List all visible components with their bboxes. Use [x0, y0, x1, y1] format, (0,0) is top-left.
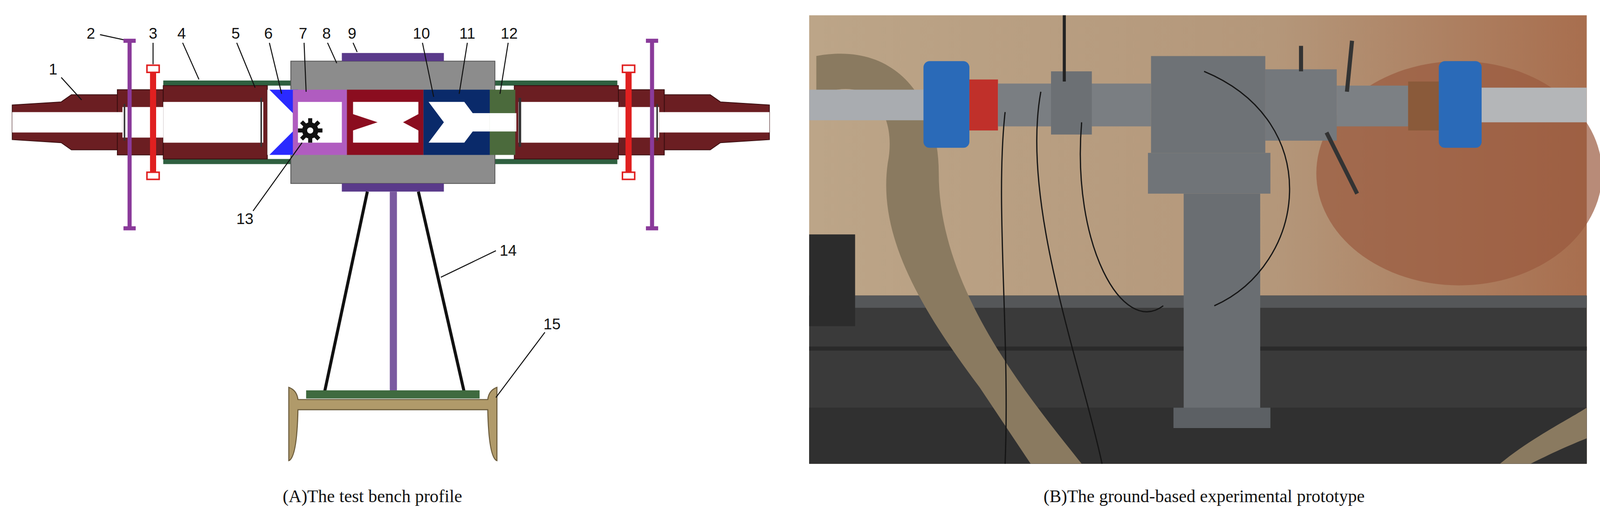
- callout-number: 6: [264, 25, 273, 42]
- end-cap: [489, 89, 516, 156]
- callout-number: 5: [231, 25, 241, 42]
- right-sub: [514, 38, 770, 231]
- callout-number: 11: [459, 25, 476, 42]
- impeller-cavity: [297, 102, 342, 144]
- subfigure-caption: (B)The ground-based experimental prototy…: [1043, 487, 1365, 507]
- stand-leg: [418, 191, 465, 393]
- callout-number: 4: [177, 25, 186, 42]
- housing: [290, 61, 495, 184]
- gear: [297, 118, 323, 144]
- impeller-seat: [292, 89, 347, 156]
- subfigure-caption: (A)The test bench profile: [282, 487, 463, 507]
- bore: [489, 113, 516, 132]
- left-sub: [12, 38, 268, 231]
- callout-number: 13: [236, 210, 254, 228]
- clamp-band: [341, 53, 444, 62]
- callout-number: 1: [48, 61, 58, 78]
- i-beam: [288, 387, 498, 461]
- callout-number: 12: [500, 25, 518, 42]
- callout-number: 2: [86, 25, 96, 42]
- leader-lines: [61, 34, 545, 398]
- bench-profile: [12, 34, 770, 461]
- callout-number: 14: [499, 242, 517, 260]
- base-plate: [306, 390, 480, 399]
- callout-number: 8: [322, 25, 331, 42]
- callout-number: 3: [148, 25, 158, 42]
- bore: [471, 113, 517, 132]
- clamp-band: [341, 183, 444, 193]
- callout-number: 7: [298, 25, 308, 42]
- callout-number: 9: [347, 25, 357, 42]
- stator-cavity: [353, 102, 419, 144]
- stator: [346, 89, 424, 156]
- stand-rod: [389, 191, 397, 393]
- callout-number: 10: [412, 25, 431, 42]
- callout-number: 15: [543, 315, 561, 333]
- stand-leg: [324, 191, 368, 393]
- prototype-photo: [809, 15, 1600, 465]
